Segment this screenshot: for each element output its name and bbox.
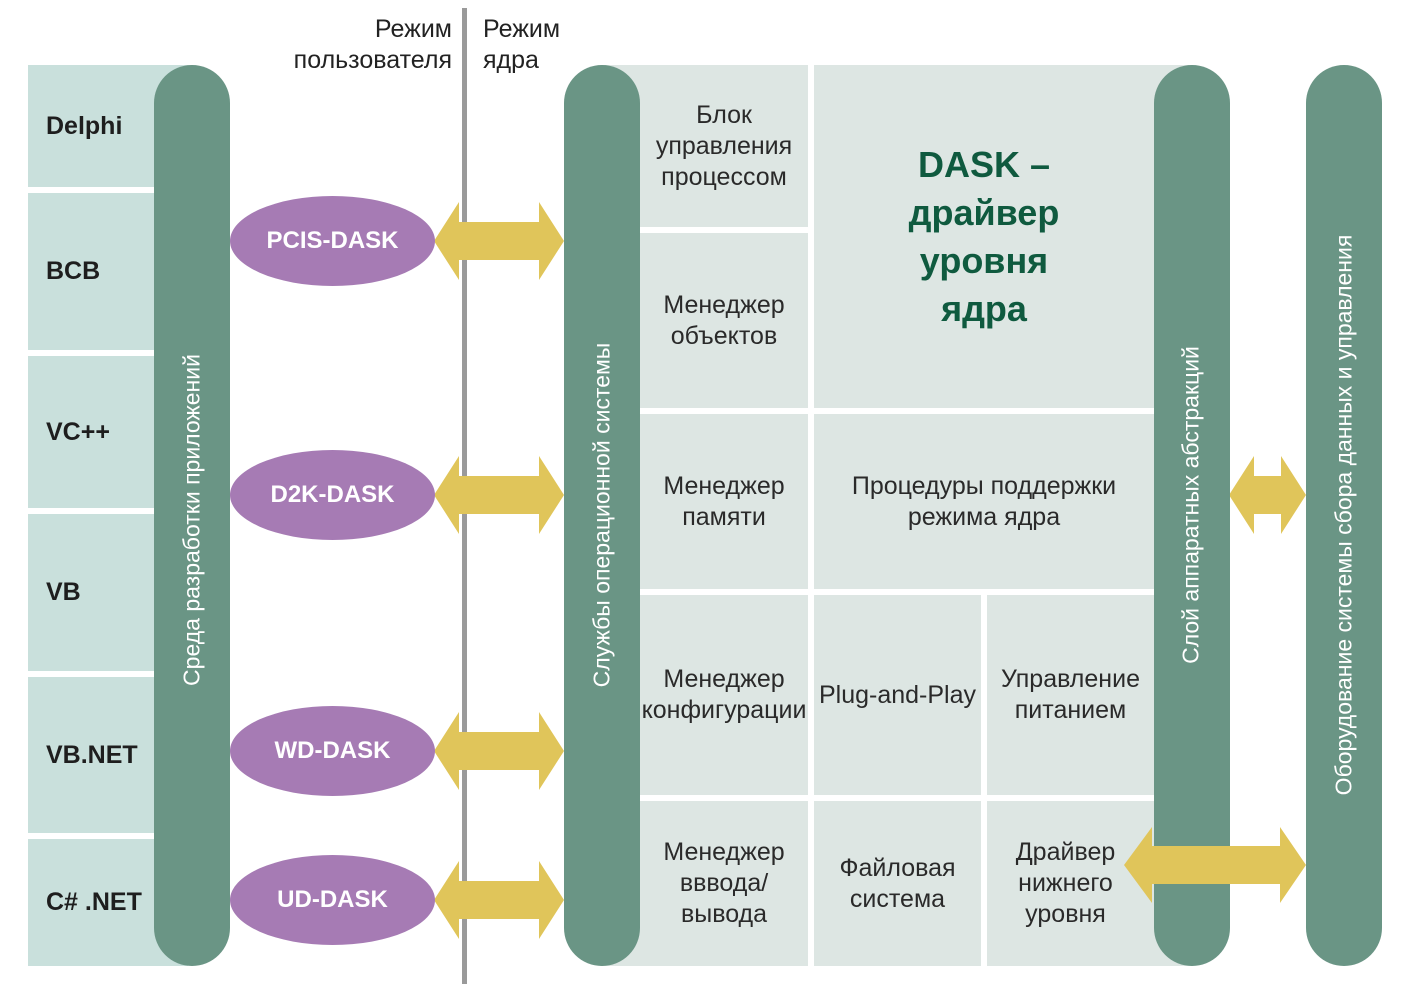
config-manager-cell: Менеджер конфигурации	[640, 595, 808, 795]
io-manager-label: Менеджер вввода/ вывода	[663, 838, 785, 928]
process-manager-label: Блок управления процессом	[655, 100, 793, 191]
io-manager-cell: Менеджер вввода/ вывода	[640, 801, 808, 966]
grid-h-1	[600, 227, 810, 233]
object-manager-cell: Менеджер объектов	[640, 233, 808, 408]
arrow-pcis	[434, 202, 564, 280]
object-manager-label: Менеджер объектов	[663, 290, 785, 350]
library-pcis-dask: PCIS-DASK	[230, 196, 435, 286]
arrow-driver-hardware	[1124, 827, 1306, 903]
library-ud-dask: UD-DASK	[230, 855, 435, 945]
pnp-label: Plug-and-Play	[818, 680, 977, 709]
dask-title: DASK – драйвер уровня ядра	[908, 143, 1060, 329]
arrow-hal-hardware	[1229, 456, 1306, 534]
filesystem-label: Файловая система	[839, 853, 956, 913]
config-manager-label: Менеджер конфигурации	[641, 665, 807, 724]
power-label: Управление питанием	[1001, 665, 1140, 724]
grid-h-4	[600, 795, 1192, 801]
kernel-procedures-label: Процедуры поддержки режима ядра	[851, 471, 1117, 531]
arrow-wd	[434, 712, 564, 790]
os-services-bar	[564, 65, 640, 966]
low-driver-label: Драйвер нижнего уровня	[1015, 838, 1116, 928]
grid-v-1	[808, 65, 814, 966]
hal-bar	[1154, 65, 1230, 966]
library-d2k-dask: D2K-DASK	[230, 450, 435, 540]
process-manager-cell: Блок управления процессом	[640, 65, 808, 227]
memory-manager-label: Менеджер памяти	[663, 471, 785, 531]
memory-manager-cell: Менеджер памяти	[640, 414, 808, 589]
grid-h-3	[600, 589, 1192, 595]
filesystem-cell: Файловая система	[814, 801, 981, 966]
dask-title-cell: DASK – драйвер уровня ядра	[814, 65, 1154, 408]
arrow-ud	[434, 861, 564, 939]
low-driver-cell: Драйвер нижнего уровня	[987, 801, 1154, 966]
library-wd-dask: WD-DASK	[230, 706, 435, 796]
pnp-cell: Plug-and-Play	[814, 595, 981, 795]
grid-h-2	[600, 408, 1192, 414]
ide-bar	[154, 65, 230, 966]
kernel-block	[600, 65, 1192, 966]
kernel-procedures-cell: Процедуры поддержки режима ядра	[814, 414, 1154, 589]
grid-v-2	[981, 594, 987, 966]
arrow-d2k	[434, 456, 564, 534]
hardware-bar	[1306, 65, 1382, 966]
power-cell: Управление питанием	[987, 595, 1154, 795]
kernel-mode-label: Режим ядра	[483, 15, 561, 74]
user-mode-label: Режим пользователя	[293, 15, 452, 74]
